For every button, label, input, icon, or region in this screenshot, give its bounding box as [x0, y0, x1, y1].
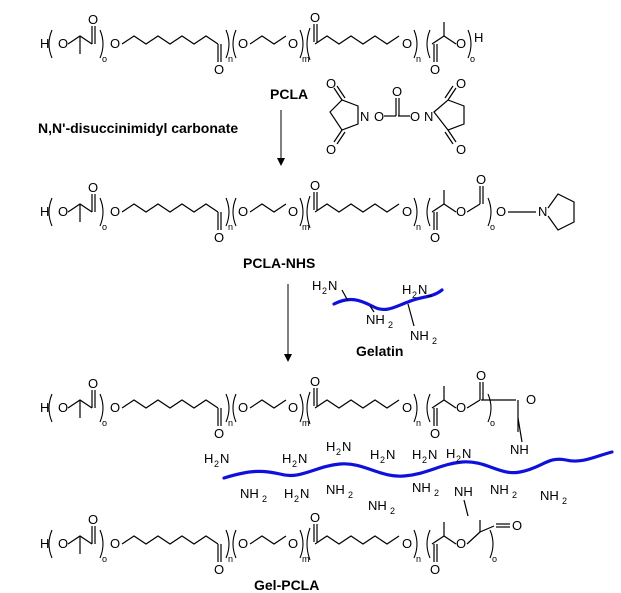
svg-text:H: H	[474, 30, 483, 45]
pcla-structure: O O o H	[39, 9, 483, 78]
crosslink-nh-bottom: NH	[454, 484, 473, 499]
svg-text:O: O	[456, 36, 466, 51]
svg-text:O: O	[456, 142, 466, 157]
gel-pcla-label: Gel-PCLA	[254, 577, 319, 593]
svg-text:H: H	[370, 447, 379, 462]
crosslink-nh-top: NH	[510, 442, 529, 457]
svg-text:H: H	[446, 446, 455, 461]
svg-text:NH: NH	[368, 498, 387, 513]
svg-text:O: O	[326, 142, 336, 157]
svg-text:2: 2	[388, 320, 393, 330]
gel-pcla-bottom-chain: O O O o	[39, 509, 522, 578]
svg-text:H: H	[412, 447, 421, 462]
svg-text:2: 2	[380, 455, 385, 465]
svg-text:H: H	[326, 439, 335, 454]
svg-text:NH: NH	[410, 328, 429, 343]
svg-text:N: N	[386, 447, 395, 462]
svg-text:O: O	[374, 109, 384, 124]
svg-text:2: 2	[292, 459, 297, 469]
svg-text:NH: NH	[326, 482, 345, 497]
svg-text:NH: NH	[490, 482, 509, 497]
gelatin-chain	[332, 288, 444, 311]
svg-text:2: 2	[348, 490, 353, 500]
svg-text:N: N	[462, 446, 471, 461]
svg-text:N: N	[220, 451, 229, 466]
svg-text:N: N	[538, 204, 547, 219]
svg-text:2: 2	[390, 506, 395, 516]
svg-text:O: O	[456, 204, 466, 219]
svg-text:O: O	[526, 392, 536, 407]
svg-text:N: N	[418, 282, 427, 297]
gelatin-backbone	[222, 450, 614, 480]
svg-text:O: O	[456, 400, 466, 415]
pcla-label: PCLA	[270, 86, 308, 102]
svg-text:NH: NH	[366, 312, 385, 327]
svg-text:N: N	[360, 109, 369, 124]
svg-text:H: H	[284, 486, 293, 501]
svg-text:H: H	[312, 278, 321, 293]
svg-text:N: N	[328, 278, 337, 293]
svg-text:O: O	[496, 204, 506, 219]
svg-text:O: O	[430, 426, 440, 441]
svg-text:2: 2	[456, 454, 461, 464]
svg-text:O: O	[512, 518, 522, 533]
svg-text:O: O	[456, 536, 466, 551]
svg-text:2: 2	[322, 286, 327, 296]
svg-text:2: 2	[214, 459, 219, 469]
svg-text:O: O	[476, 172, 486, 187]
svg-text:o: o	[490, 222, 495, 232]
svg-text:O: O	[410, 109, 420, 124]
svg-text:O: O	[326, 76, 336, 91]
svg-text:O: O	[392, 84, 402, 99]
svg-text:O: O	[430, 562, 440, 577]
svg-text:O: O	[430, 230, 440, 245]
svg-text:o: o	[470, 54, 475, 64]
svg-text:2: 2	[294, 494, 299, 504]
svg-text:2: 2	[434, 488, 439, 498]
svg-text:2: 2	[512, 490, 517, 500]
gelatin-label: Gelatin	[356, 343, 403, 359]
svg-text:2: 2	[336, 447, 341, 457]
svg-text:N: N	[342, 439, 351, 454]
svg-text:2: 2	[562, 496, 567, 506]
pcla-nhs-structure: O O O o O N	[39, 172, 575, 246]
gelatin-structure: H 2 N NH 2 H 2 N NH 2	[312, 278, 444, 346]
svg-text:2: 2	[422, 455, 427, 465]
svg-text:O: O	[430, 62, 440, 77]
svg-text:NH: NH	[540, 488, 559, 503]
svg-text:NH: NH	[412, 480, 431, 495]
svg-text:H: H	[282, 451, 291, 466]
svg-text:o: o	[490, 418, 495, 428]
svg-text:O: O	[476, 368, 486, 383]
svg-text:NH: NH	[240, 486, 259, 501]
svg-text:N: N	[428, 447, 437, 462]
svg-text:2: 2	[432, 336, 437, 346]
svg-text:N: N	[424, 109, 433, 124]
svg-text:N: N	[298, 451, 307, 466]
svg-text:2: 2	[412, 290, 417, 300]
svg-text:2: 2	[262, 494, 267, 504]
svg-text:O: O	[456, 76, 466, 91]
svg-text:o: o	[492, 554, 497, 564]
svg-text:H: H	[204, 451, 213, 466]
pcla-nhs-label: PCLA-NHS	[243, 255, 315, 271]
reagent-label: N,N'-disuccinimidyl carbonate	[38, 120, 238, 136]
svg-text:N: N	[300, 486, 309, 501]
gel-pcla-top-chain: O O O o O	[39, 368, 536, 442]
svg-text:H: H	[402, 282, 411, 297]
dsc-structure: O O N O O O N O O	[326, 76, 466, 157]
